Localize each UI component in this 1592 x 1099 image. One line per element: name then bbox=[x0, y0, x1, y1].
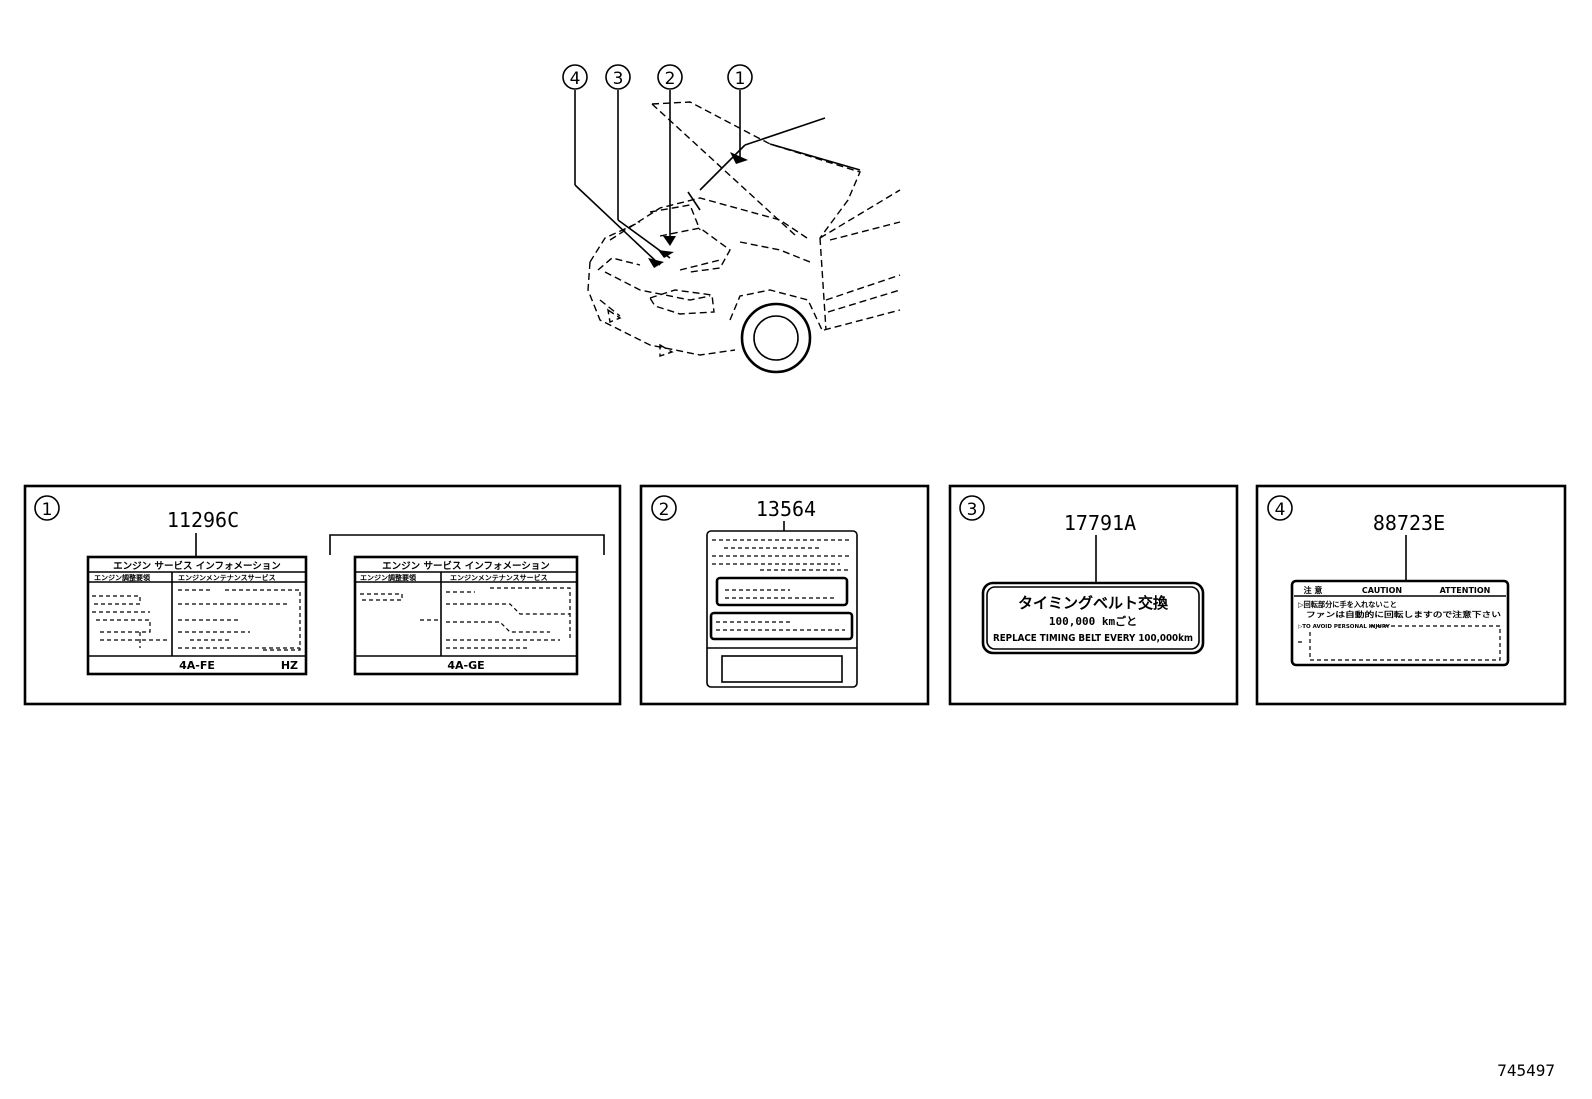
panel-4-part-number: 88723E bbox=[1373, 511, 1445, 535]
panel-2: 2 13564 bbox=[639, 484, 930, 706]
svg-text:4: 4 bbox=[570, 69, 581, 89]
callout-1: 1 bbox=[727, 64, 753, 90]
car-overview-illustration bbox=[587, 101, 901, 374]
svg-text:エンジン サービス インフォメーション: エンジン サービス インフォメーション bbox=[382, 560, 550, 572]
svg-text:エンジンメンテナンスサービス: エンジンメンテナンスサービス bbox=[450, 573, 548, 582]
panel-3-number: 3 bbox=[967, 500, 978, 520]
callout-3: 3 bbox=[605, 64, 631, 90]
fan-caution-label: 注 意 CAUTION ATTENTION ▷回転部分に手を入れないこと ファン… bbox=[1290, 579, 1510, 667]
svg-text:1: 1 bbox=[735, 69, 746, 89]
panel-1-number: 1 bbox=[42, 500, 53, 520]
panel-3-part-number: 17791A bbox=[1064, 511, 1136, 535]
panel-1: 1 11296C エンジン サービス インフォメーション エンジン調整要領 エン… bbox=[23, 484, 622, 706]
svg-text:エンジン調整要領: エンジン調整要領 bbox=[360, 573, 417, 582]
panel-4: 4 88723E 注 意 CAUTION ATTENTION ▷回転部分に手を入… bbox=[1255, 484, 1567, 706]
service-label-13564 bbox=[706, 530, 858, 688]
svg-text:4A-GE: 4A-GE bbox=[447, 659, 484, 672]
figure-id: 745497 bbox=[1497, 1061, 1555, 1080]
panel-3: 3 17791A タイミングベルト交換 100,000 kmごと REPLACE… bbox=[948, 484, 1239, 706]
svg-text:注 意: 注 意 bbox=[1304, 585, 1323, 595]
svg-text:▷TO AVOID PERSONAL INJURY: ▷TO AVOID PERSONAL INJURY bbox=[1298, 624, 1391, 630]
callout-4: 4 bbox=[562, 64, 588, 90]
svg-text:REPLACE TIMING BELT EVERY 100,: REPLACE TIMING BELT EVERY 100,000km bbox=[993, 633, 1193, 644]
svg-text:タイミングベルト交換: タイミングベルト交換 bbox=[1018, 594, 1169, 612]
panel-2-part-number: 13564 bbox=[756, 497, 816, 521]
svg-text:HZ: HZ bbox=[281, 659, 298, 672]
svg-text:100,000 kmごと: 100,000 kmごと bbox=[1049, 614, 1137, 628]
callout-2: 2 bbox=[657, 64, 683, 90]
svg-text:エンジンメンテナンスサービス: エンジンメンテナンスサービス bbox=[178, 573, 276, 582]
svg-text:3: 3 bbox=[613, 69, 624, 89]
timing-belt-label: タイミングベルト交換 100,000 kmごと REPLACE TIMING B… bbox=[981, 581, 1205, 655]
engine-service-label-a: エンジン サービス インフォメーション エンジン調整要領 エンジンメンテナンスサ… bbox=[86, 555, 308, 676]
svg-text:エンジン サービス インフォメーション: エンジン サービス インフォメーション bbox=[113, 560, 281, 572]
panel-4-number: 4 bbox=[1275, 500, 1286, 520]
svg-text:2: 2 bbox=[665, 69, 676, 89]
svg-text:4A-FE: 4A-FE bbox=[179, 659, 215, 672]
callout-leaders bbox=[574, 90, 748, 268]
engine-service-label-b: エンジン サービス インフォメーション エンジン調整要領 エンジンメンテナンスサ… bbox=[353, 555, 579, 676]
svg-text:▷回転部分に手を入れないこと: ▷回転部分に手を入れないこと bbox=[1298, 600, 1397, 609]
panel-1-part-number: 11296C bbox=[167, 508, 239, 532]
panel-2-number: 2 bbox=[659, 500, 670, 520]
svg-text:ファンは自動的に回転しますので注意下さい: ファンは自動的に回転しますので注意下さい bbox=[1306, 610, 1501, 619]
svg-text:CAUTION: CAUTION bbox=[1362, 586, 1402, 595]
svg-text:エンジン調整要領: エンジン調整要領 bbox=[94, 573, 151, 582]
svg-text:ATTENTION: ATTENTION bbox=[1440, 586, 1491, 595]
